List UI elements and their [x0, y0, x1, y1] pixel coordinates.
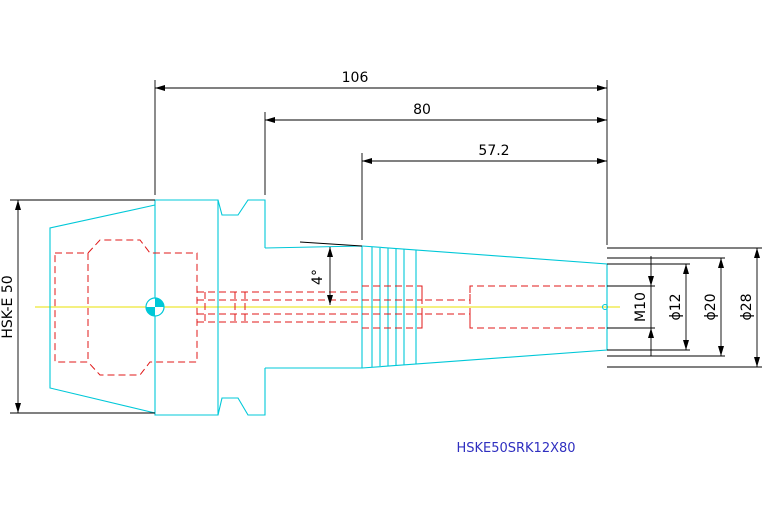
- dim-taper-angle: 4°: [310, 269, 326, 285]
- hidden-lines: [54, 239, 605, 376]
- dim-shank-length: 80: [413, 102, 431, 118]
- dim-overall-length: 106: [342, 70, 369, 86]
- nose-center-mark: [602, 304, 608, 310]
- dim-nose-diameter: ϕ20: [703, 293, 719, 320]
- main-shaft: [264, 245, 363, 369]
- v-groove-top: [217, 199, 266, 248]
- dim-body-diameter: ϕ28: [739, 293, 755, 320]
- nose-bore: [362, 285, 605, 301]
- dim-bore-diameter: ϕ12: [668, 293, 684, 320]
- dim-interface: HSK-E 50: [0, 275, 16, 338]
- dim-taper-length: 57.2: [478, 143, 509, 159]
- dimension-lines: [10, 80, 762, 414]
- taper-angle-ref: [299, 241, 363, 247]
- arrowheads: [15, 85, 760, 413]
- tool-holder-outline: [49, 199, 608, 416]
- nose-bore-lower: [362, 313, 605, 329]
- hsk-taper-shank: [49, 204, 156, 414]
- section-symbol: [145, 297, 165, 317]
- v-groove-bottom: [217, 368, 266, 416]
- part-number: HSKE50SRK12X80: [456, 441, 575, 456]
- hsk-internal-bore: [54, 239, 198, 376]
- dim-thread: M10: [633, 292, 649, 322]
